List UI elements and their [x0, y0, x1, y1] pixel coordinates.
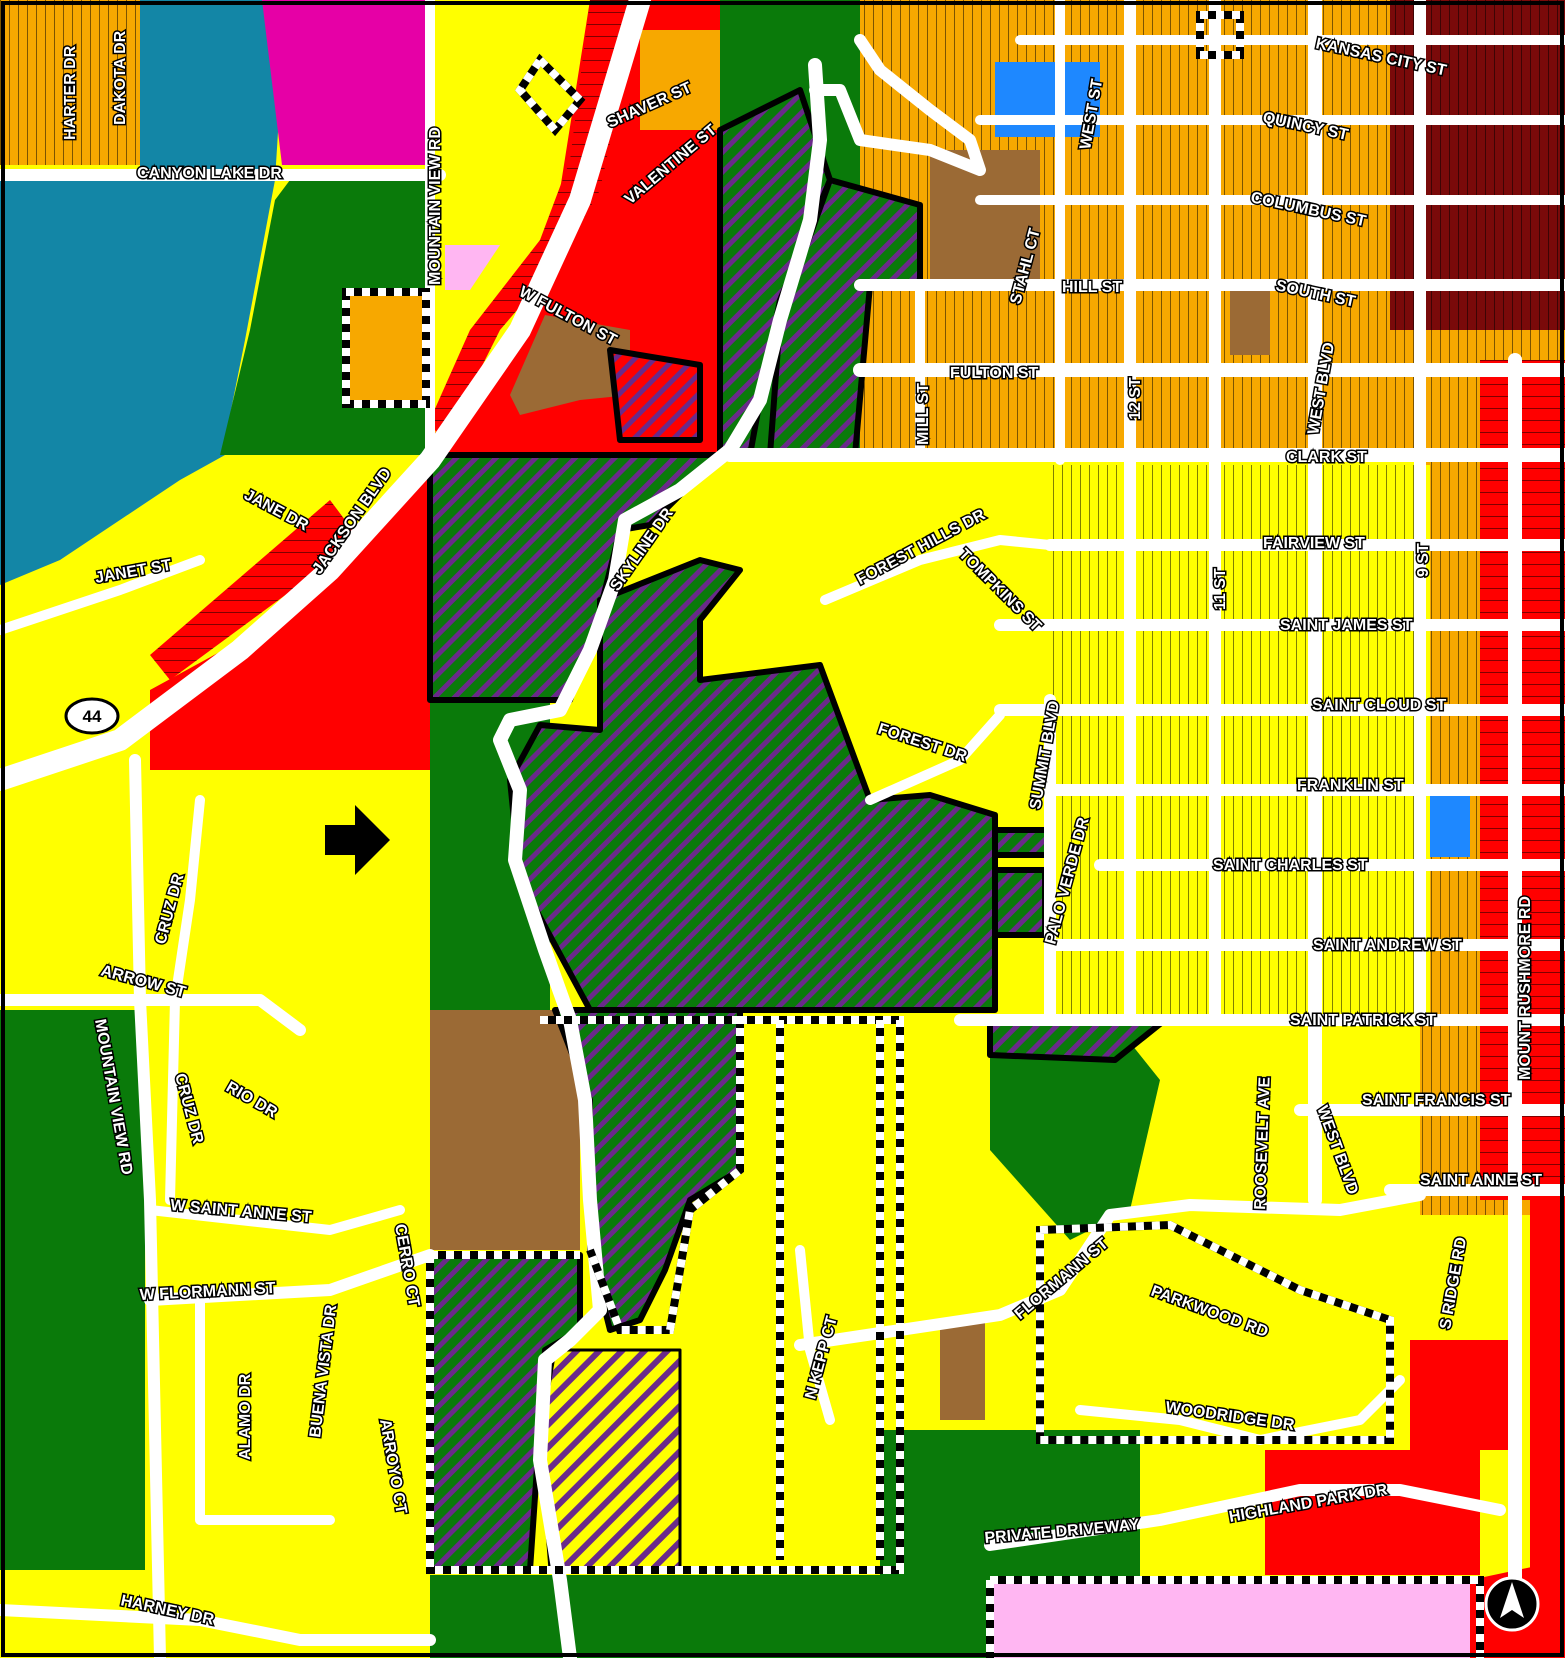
- zone-public-central: [430, 1010, 580, 1250]
- street-label: DAKOTA DR: [112, 30, 129, 125]
- dashed-boundaries: [342, 11, 1484, 1658]
- zone-commercial-strip2: [150, 500, 360, 680]
- street-label: FAIRVIEW ST: [1263, 535, 1365, 552]
- zone-public-downtown2: [1230, 285, 1270, 355]
- zone-forest-w: [0, 1010, 145, 1570]
- street-label: CLARK ST: [1286, 449, 1367, 466]
- street-label: 9 ST: [1415, 543, 1432, 577]
- road-w-saint-anne: [145, 1205, 405, 1235]
- subject-parcel-central: [507, 557, 998, 1013]
- road-private-driveway: [984, 1484, 1506, 1551]
- street-label: SAINT PATRICK ST: [1290, 1012, 1436, 1029]
- zone-industrial: [262, 0, 430, 165]
- street-label: SAINT JAMES ST: [1280, 617, 1413, 634]
- zone-commercial-se: [1265, 1450, 1480, 1575]
- street-label: CANYON LAKE DR: [137, 165, 282, 182]
- highway-shield-label: 44: [83, 707, 102, 726]
- zone-water-west: [0, 455, 225, 585]
- zone-public-east: [940, 1320, 985, 1420]
- zone-water: [0, 0, 280, 455]
- zone-commercial-e2: [1530, 1200, 1565, 1600]
- street-label: MOUNTAIN VIEW RD: [427, 127, 444, 285]
- subject-parcel-yellow: [538, 1348, 682, 1572]
- zone-commercial-se2: [1410, 1340, 1520, 1450]
- street-label: 12 ST: [1127, 377, 1144, 420]
- zone-yellow-downtown: [1050, 465, 1430, 1025]
- road-harney: [0, 1604, 436, 1646]
- zone-forest-s: [430, 1575, 990, 1658]
- subject-parcel-fulton: [607, 347, 703, 443]
- road-w-flormann: [144, 1249, 436, 1306]
- road-alamo: [195, 1295, 335, 1525]
- zone-office-small: [445, 245, 500, 290]
- road-forest-hills: [820, 535, 1055, 605]
- subject-parcel-summit: [992, 827, 1053, 858]
- street-label: SAINT FRANCIS ST: [1362, 1092, 1511, 1109]
- road-skyline: [493, 58, 827, 1658]
- street-label: FRANKLIN ST: [1297, 777, 1404, 794]
- zone-orange-mv: [345, 291, 427, 405]
- zone-orange-nw: [0, 0, 140, 165]
- street-label: MOUNT RUSHMORE RD: [1517, 896, 1534, 1080]
- road-mountain-view-s: [129, 754, 166, 1658]
- road-janet: [0, 555, 205, 635]
- street-label: FULTON ST: [950, 365, 1039, 382]
- zone-forest-e2: [880, 1430, 1140, 1590]
- road-n-kepp: [795, 1245, 835, 1425]
- street-label: SAINT ANDREW ST: [1313, 937, 1462, 954]
- subject-area: [427, 87, 1168, 1573]
- street-label: HARTER DR: [62, 45, 79, 140]
- road-forest: [865, 710, 1005, 805]
- street-label: SAINT CLOUD ST: [1312, 697, 1446, 714]
- zone-public-downtown: [930, 150, 1040, 290]
- zone-forest-e: [990, 1030, 1160, 1240]
- zone-office-s: [990, 1580, 1470, 1658]
- road-cruz: [165, 795, 205, 1205]
- road-skyline-loop: [809, 34, 986, 176]
- subject-parcel-summit2: [992, 867, 1048, 938]
- street-label: SAINT ANNE ST: [1420, 1172, 1542, 1189]
- zone-commercial-e: [1480, 360, 1565, 1200]
- zone-institutional-s: [1430, 795, 1470, 857]
- road-arrow: [0, 994, 306, 1036]
- zone-orange-n: [640, 30, 720, 130]
- zone-commercial-strip: [430, 0, 640, 440]
- zone-public-fulton: [510, 315, 630, 415]
- street-label: MILL ST: [915, 383, 932, 445]
- road-jackson-blvd: [0, 0, 651, 791]
- road-flormann: [794, 1189, 1426, 1351]
- highway-shield: 44: [64, 697, 120, 735]
- street-label: 11 ST: [1212, 568, 1229, 610]
- right-arrow-icon: [325, 805, 390, 875]
- street-label: HILL ST: [1062, 279, 1122, 296]
- street-label: ALAMO DR: [237, 1373, 254, 1460]
- street-label: SAINT CHARLES ST: [1213, 857, 1368, 874]
- north-arrow-icon: [1484, 1576, 1540, 1632]
